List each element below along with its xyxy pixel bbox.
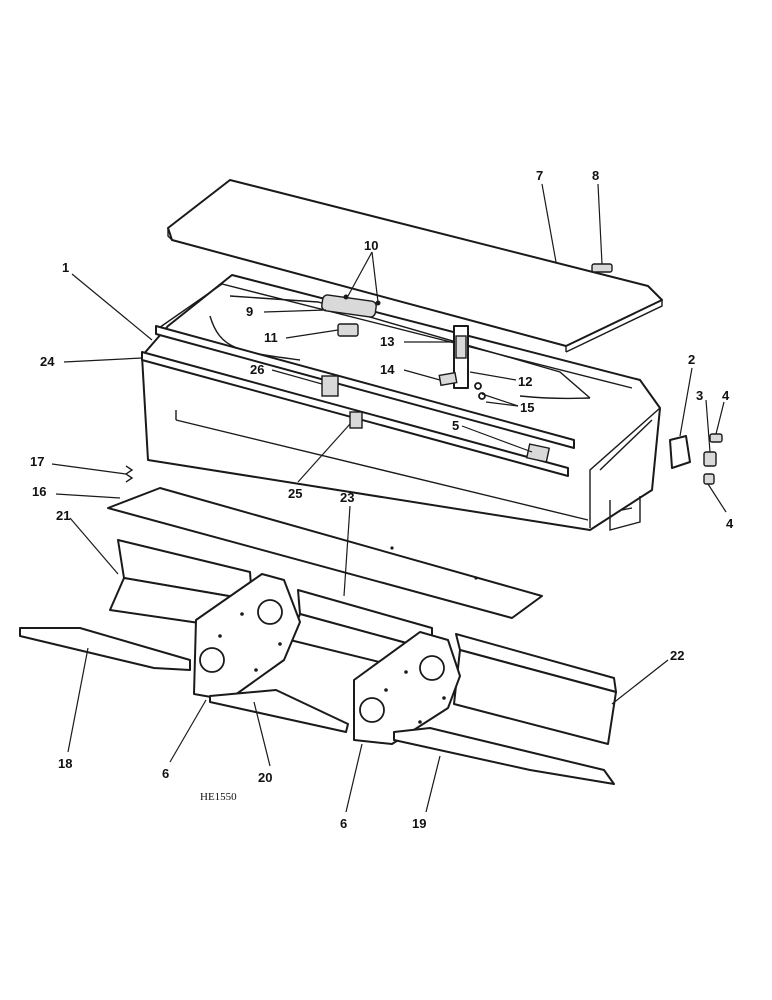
cover-plate-part-2 bbox=[669, 435, 691, 469]
callout-16: 16 bbox=[32, 484, 46, 499]
callout-8: 8 bbox=[592, 168, 599, 183]
catch-part-8 bbox=[591, 263, 613, 273]
bottom-plate-part-16 bbox=[107, 487, 543, 619]
nuts-part-15 bbox=[474, 382, 486, 400]
callout-21: 21 bbox=[56, 508, 70, 523]
callout-17: 17 bbox=[30, 454, 44, 469]
end-plate-part-6-right bbox=[353, 631, 461, 745]
trough-part-22 bbox=[453, 633, 617, 745]
leader-lines bbox=[51, 183, 727, 813]
fitting-part-4-upper bbox=[709, 433, 723, 443]
lid-part-7 bbox=[167, 179, 663, 353]
callout-13: 13 bbox=[380, 334, 394, 349]
callout-12: 12 bbox=[518, 374, 532, 389]
callout-11: 11 bbox=[264, 330, 278, 345]
clip-part-11 bbox=[337, 323, 359, 337]
spring-part-17 bbox=[124, 465, 134, 483]
callout-2: 2 bbox=[688, 352, 695, 367]
screws-part-10 bbox=[343, 294, 381, 306]
callout-1: 1 bbox=[62, 260, 69, 275]
callout-10: 10 bbox=[364, 238, 378, 253]
callout-9: 9 bbox=[246, 304, 253, 319]
bracket-part-9 bbox=[321, 294, 377, 318]
callout-6-left: 6 bbox=[162, 766, 169, 781]
support-bar-part-20 bbox=[209, 689, 349, 733]
callout-7: 7 bbox=[536, 168, 543, 183]
support-bar-part-19 bbox=[393, 727, 615, 785]
callout-20: 20 bbox=[258, 770, 272, 785]
hinge-part-25 bbox=[349, 411, 363, 429]
callout-24: 24 bbox=[40, 354, 55, 369]
support-bar-part-18 bbox=[19, 627, 191, 671]
end-plate-part-6-left bbox=[193, 573, 301, 701]
callout-23: 23 bbox=[340, 490, 354, 505]
fitting-part-4-lower bbox=[703, 473, 715, 485]
callout-15: 15 bbox=[520, 400, 534, 415]
fitting-part-3 bbox=[703, 451, 717, 467]
callout-6-right: 6 bbox=[340, 816, 347, 831]
figure-code: HE1550 bbox=[200, 791, 237, 803]
callout-4-lower: 4 bbox=[726, 516, 734, 531]
callout-3: 3 bbox=[696, 388, 703, 403]
callout-25: 25 bbox=[288, 486, 302, 501]
latch-part-14 bbox=[438, 371, 458, 387]
callout-26: 26 bbox=[250, 362, 264, 377]
lever-part-26 bbox=[321, 375, 339, 397]
callout-5: 5 bbox=[452, 418, 459, 433]
callout-19: 19 bbox=[412, 816, 426, 831]
callout-14: 14 bbox=[380, 362, 395, 377]
shutter-part-13 bbox=[453, 325, 469, 389]
callout-22: 22 bbox=[670, 648, 684, 663]
callout-labels: 1 2 3 4 4 5 6 6 7 8 9 10 11 12 13 14 15 … bbox=[30, 168, 734, 831]
callout-18: 18 bbox=[58, 756, 72, 771]
callout-4-upper: 4 bbox=[722, 388, 730, 403]
